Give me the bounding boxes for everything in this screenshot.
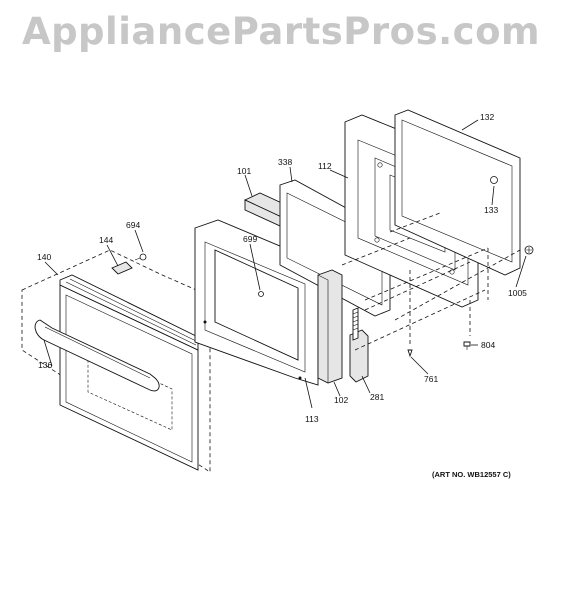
door-vent-trim xyxy=(59,274,199,351)
callout-804: 804 xyxy=(481,340,495,350)
art-number-label: (ART NO. WB12557 C) xyxy=(432,470,511,479)
callout-761: 761 xyxy=(424,374,438,384)
callout-281: 281 xyxy=(370,392,384,402)
part-281-hinge xyxy=(349,307,369,383)
callout-136: 136 xyxy=(38,360,52,370)
leader-lines xyxy=(43,119,527,409)
alignment-lines xyxy=(341,212,521,351)
part-144-clip xyxy=(111,261,133,275)
part-804-screw xyxy=(463,341,471,350)
callout-1005: 1005 xyxy=(508,288,527,298)
door-handle xyxy=(34,319,160,392)
callout-102: 102 xyxy=(334,395,348,405)
part-1005-screw xyxy=(524,245,534,255)
part-133-clip xyxy=(490,176,498,184)
part-761-screw xyxy=(407,349,413,358)
part-102-side-insulation xyxy=(317,269,343,384)
callout-144: 144 xyxy=(99,235,113,245)
part-694-screw xyxy=(134,253,147,261)
callout-113: 113 xyxy=(305,414,319,424)
callout-338: 338 xyxy=(278,157,292,167)
callout-labels: 132 338 112 101 133 694 699 144 140 1005… xyxy=(37,112,527,424)
callout-101: 101 xyxy=(237,166,251,176)
callout-112: 112 xyxy=(318,161,332,171)
callout-140: 140 xyxy=(37,252,51,262)
callout-132: 132 xyxy=(480,112,494,122)
watermark-logo: AppliancePartsPros.com xyxy=(21,10,541,53)
callout-133: 133 xyxy=(484,205,498,215)
callout-694: 694 xyxy=(126,220,140,230)
callout-699: 699 xyxy=(243,234,257,244)
part-132-outer-gasket xyxy=(394,109,521,276)
